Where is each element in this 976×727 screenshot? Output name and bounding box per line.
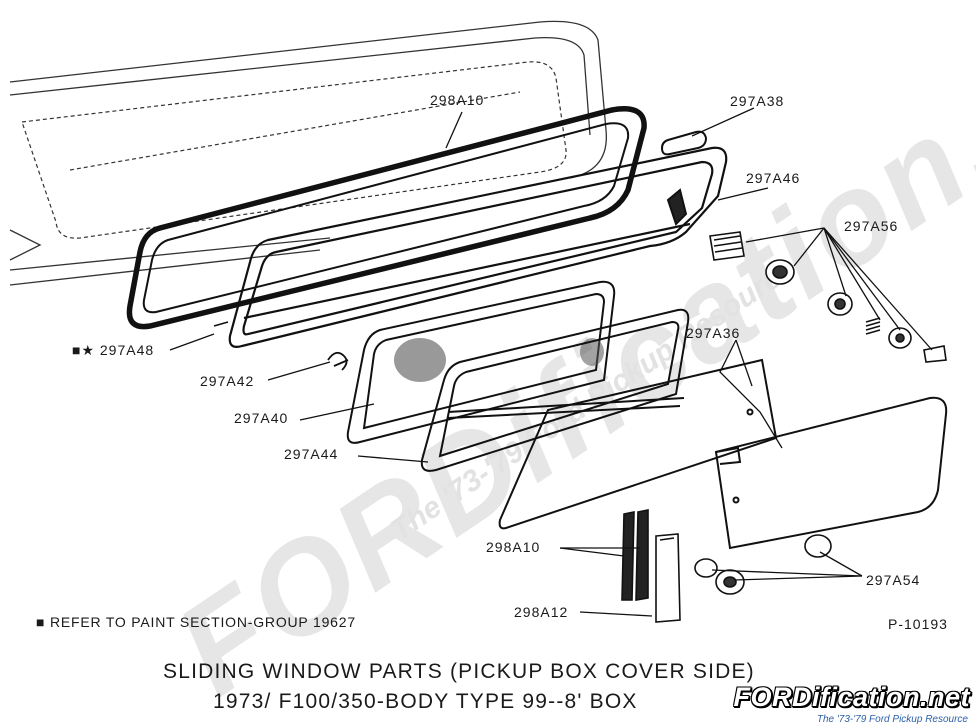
handle-knob-297a56: [709, 231, 947, 363]
clip-297a42: [327, 351, 349, 371]
callout-297a44: 297A44: [284, 446, 339, 462]
diagram-title-line1: SLIDING WINDOW PARTS (PICKUP BOX COVER S…: [163, 660, 755, 683]
bumper-297a54: [694, 534, 832, 595]
roller-297a38: [660, 130, 708, 226]
window-frame-297a46: [228, 146, 728, 348]
channel-298a12: [655, 533, 681, 623]
callout-297a42: 297A42: [200, 373, 255, 389]
diagram-title-line2: 1973/ F100/350-BODY TYPE 99--8' BOX: [213, 690, 638, 713]
callout-297a56: 297A56: [844, 218, 899, 234]
box-cover-side-panel: [9, 20, 607, 286]
sliding-glass-297a40: [346, 280, 616, 444]
vertical-weatherstrips-298a10: [621, 509, 649, 601]
sliding-glass-297a44: [420, 308, 690, 472]
weatherstrip-seal-298a10: [126, 106, 647, 330]
fordification-logo-tagline: The '73-'79 Ford Pickup Resource: [816, 714, 968, 725]
callout-297a38: 297A38: [730, 93, 785, 109]
callout-298a12: 298A12: [514, 604, 569, 620]
callout-297a40: 297A40: [234, 410, 289, 426]
callout-298a10-bottom: 298A10: [486, 539, 541, 555]
callout-297a54: 297A54: [866, 572, 921, 588]
mesh-panel-left: [394, 338, 446, 382]
fordification-logo: FORDification.net: [733, 682, 970, 712]
leader-lines: [169, 107, 933, 617]
mesh-panel-right: [580, 338, 604, 366]
figure-number: P-10193: [888, 616, 948, 632]
paint-section-footnote: ■ REFER TO PAINT SECTION-GROUP 19627: [36, 614, 356, 630]
box-cover-side-dashed-outline: [21, 61, 567, 239]
pin-297a48: [213, 321, 229, 327]
callout-297a46: 297A46: [746, 170, 801, 186]
callout-297a36: 297A36: [686, 325, 741, 341]
callout-297a48: ■★ 297A48: [72, 342, 155, 358]
callout-298a10-top: 298A10: [430, 92, 485, 108]
glass-panel-297a36: [498, 358, 948, 550]
